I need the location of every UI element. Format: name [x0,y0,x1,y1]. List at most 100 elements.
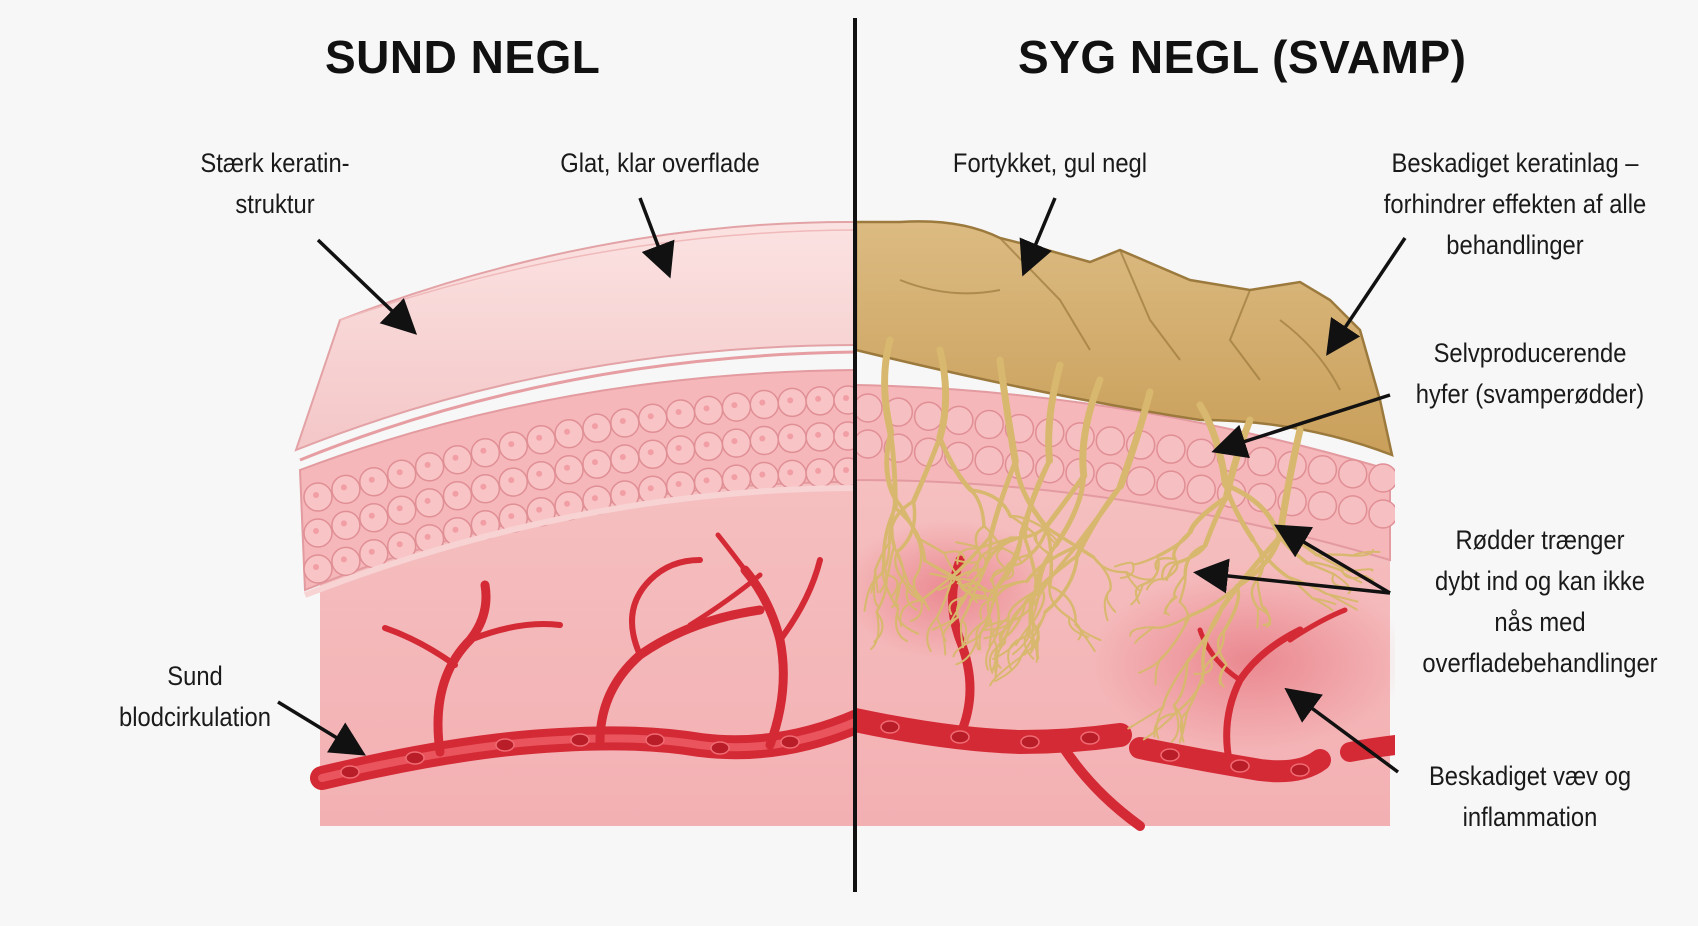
cell-nucleus [508,441,515,448]
hypha [1178,574,1187,604]
hypha [923,559,962,584]
hypha [1164,614,1192,656]
hypha [1162,557,1179,581]
hypha [1306,561,1344,573]
cell-nucleus [647,413,654,420]
red-blood-cells [340,733,800,779]
hypha [1012,628,1032,656]
cell [1337,459,1368,489]
cell-nucleus [703,405,710,412]
cell-nucleus [480,447,487,454]
hypha [948,596,967,616]
hypha [1332,573,1352,595]
arrow-healthy-circulation [277,700,366,756]
hypha [1250,577,1259,609]
label-thick-yellow-nail: Fortykket, gul negl [952,148,1148,178]
cell-nucleus [675,409,682,416]
hypha [1276,426,1304,541]
hypha [996,356,1019,466]
cell-nucleus [647,449,654,456]
hypha [936,346,950,442]
hypha [968,597,996,603]
hypha [1117,388,1154,490]
hypha [1043,553,1079,614]
hypha [989,568,1008,584]
hypha [1003,600,1027,645]
cell-nucleus [591,423,598,430]
hypha [982,619,1013,629]
red-blood-cell [495,738,515,752]
hypha [872,579,880,609]
hypha [1015,621,1034,647]
cell-nucleus [452,490,459,497]
cell-nucleus [424,533,431,540]
hypha [1010,588,1044,623]
hypha [1028,521,1051,556]
hypha [1074,483,1123,559]
hypha [1137,653,1167,674]
hypha [961,582,990,593]
cell-nucleus [787,469,794,476]
cell [1156,470,1186,500]
hypha [1155,705,1165,740]
hypha [993,580,1029,601]
hypha [1031,588,1046,624]
hypha [888,429,898,511]
hypha [1134,583,1144,605]
hypha [978,620,992,651]
hypha [1164,596,1178,616]
hypha [1172,660,1189,707]
hypha [1134,626,1155,644]
hypha [1009,553,1032,567]
label-smooth-surface: Glat, klar overflade [560,148,760,178]
hypha [1170,704,1180,743]
hypha [1103,589,1112,622]
hypha [993,642,1006,673]
hypha [1325,592,1358,611]
hypha [1219,534,1283,611]
hypha [887,499,916,545]
label-damaged-keratin: Beskadiget keratinlag – forhindrer effek… [1383,148,1647,260]
hypha [1162,660,1189,709]
red-blood-cell [950,730,970,744]
cell-nucleus [759,435,766,442]
hypha [960,585,978,622]
cell-nucleus [647,485,654,492]
cell-nucleus [843,431,849,437]
hypha [950,534,993,579]
cell [913,401,944,431]
cell-nucleus [396,541,403,548]
hypha [935,617,947,656]
cell-nucleus [340,520,347,527]
cell-nucleus [452,454,459,461]
hypha [1193,658,1213,675]
hypha [1113,561,1134,568]
hypha [988,459,1018,539]
hypha [937,435,974,493]
cell-nucleus [843,467,849,473]
hypha [996,547,1007,570]
cell-nucleus [313,564,319,570]
hypha [1155,530,1192,558]
hypha [1209,630,1226,661]
red-blood-cell [1160,748,1180,762]
cell [974,445,1004,476]
cell [1125,466,1156,496]
cell [1307,455,1338,485]
hypha [1030,624,1034,653]
hypha [943,550,966,559]
cell-nucleus [368,512,375,519]
cell [944,405,974,436]
hypha [1173,672,1205,715]
hypha [899,599,923,627]
label-roots-deep: Rødder trænger dybt ind og kan ikke nås … [1422,525,1658,678]
cell-nucleus [396,505,403,512]
cell-nucleus [340,556,347,563]
arrow-thick-yellow [1019,197,1057,277]
hypha [1045,361,1064,465]
hypha [1004,553,1032,571]
hypha [953,567,986,581]
title-healthy-nail: SUND NEGL [325,31,601,83]
